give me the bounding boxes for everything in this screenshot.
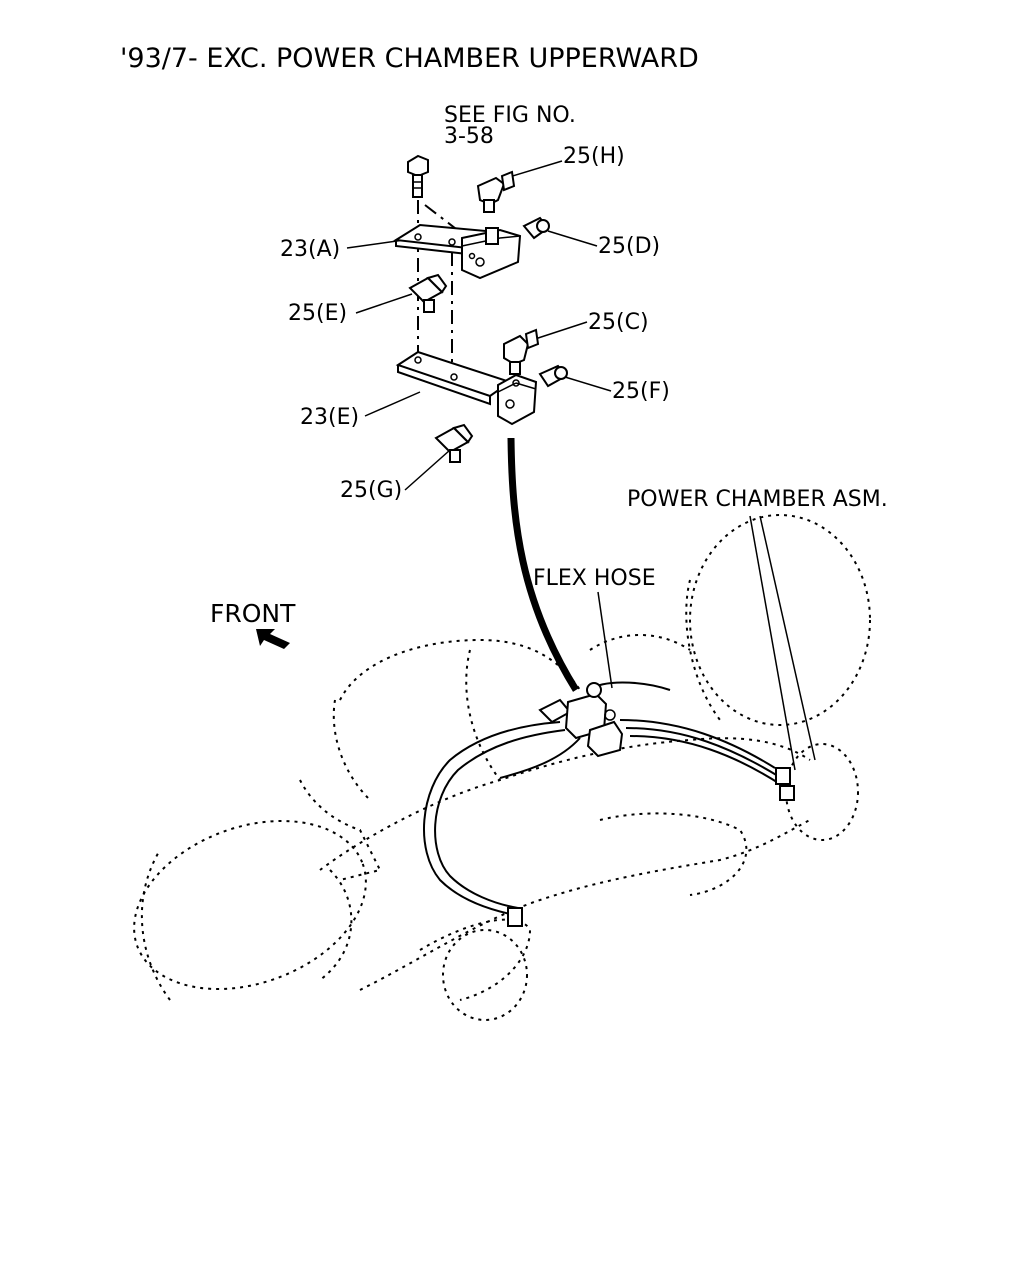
see-fig-number: 3-58 — [444, 124, 494, 149]
callout-23a: 23(A) — [280, 237, 340, 262]
fitting-25f-icon — [538, 364, 568, 388]
leader-lines — [346, 160, 816, 771]
fitting-25e-icon — [408, 273, 448, 313]
bolt-icon — [407, 154, 429, 198]
callout-25h: 25(H) — [563, 144, 625, 169]
fitting-25c-icon — [503, 328, 540, 375]
bracket-23a — [393, 223, 522, 280]
connector-right-lower — [779, 785, 795, 801]
fitting-25g-icon — [434, 423, 474, 463]
connector-left — [507, 907, 523, 927]
see-fig-label: SEE FIG NO. — [444, 103, 576, 128]
callout-25c: 25(C) — [588, 310, 649, 335]
bracket-23e — [395, 350, 538, 426]
flex-hose — [507, 437, 579, 692]
callout-23e: 23(E) — [300, 405, 359, 430]
callout-25d: 25(D) — [598, 234, 660, 259]
callout-power-chamber: POWER CHAMBER ASM. — [627, 487, 888, 512]
front-arrow-icon — [256, 629, 290, 649]
brake-lines — [423, 681, 795, 927]
junction-block — [538, 682, 624, 758]
front-label: FRONT — [210, 599, 296, 628]
callout-25f: 25(F) — [612, 379, 670, 404]
connector-right — [775, 767, 791, 785]
upper-bracket-assembly — [393, 154, 568, 463]
rear-axle-housing — [133, 514, 871, 1021]
callout-25g: 25(G) — [340, 478, 402, 503]
fitting-25d-icon — [522, 216, 550, 240]
callout-25e: 25(E) — [288, 301, 347, 326]
fitting-25h-icon — [476, 170, 516, 213]
callout-flex-hose: FLEX HOSE — [533, 566, 656, 591]
diagram-title: '93/7- EXC. POWER CHAMBER UPPERWARD — [120, 43, 699, 74]
